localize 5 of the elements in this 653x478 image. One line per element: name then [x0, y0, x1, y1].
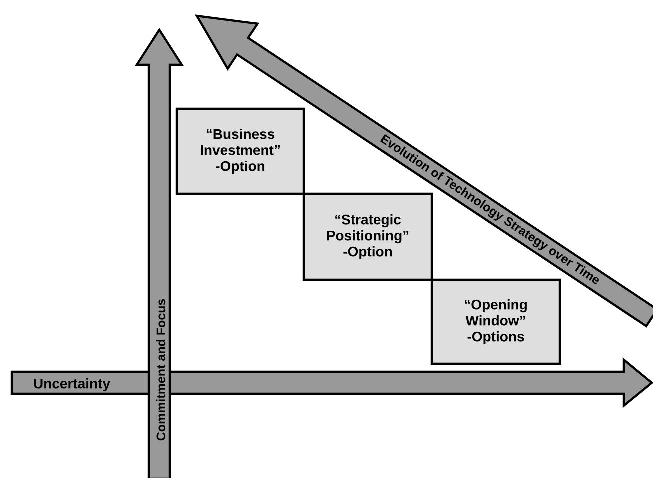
- option-box: “Business Investment” -Option: [176, 108, 306, 196]
- axis-label: Commitment and Focus: [156, 299, 166, 441]
- option-box: “Strategic Positioning” -Option: [302, 192, 434, 282]
- option-box: “Opening Window” -Options: [430, 278, 562, 366]
- axis-label: Uncertainty: [34, 378, 110, 392]
